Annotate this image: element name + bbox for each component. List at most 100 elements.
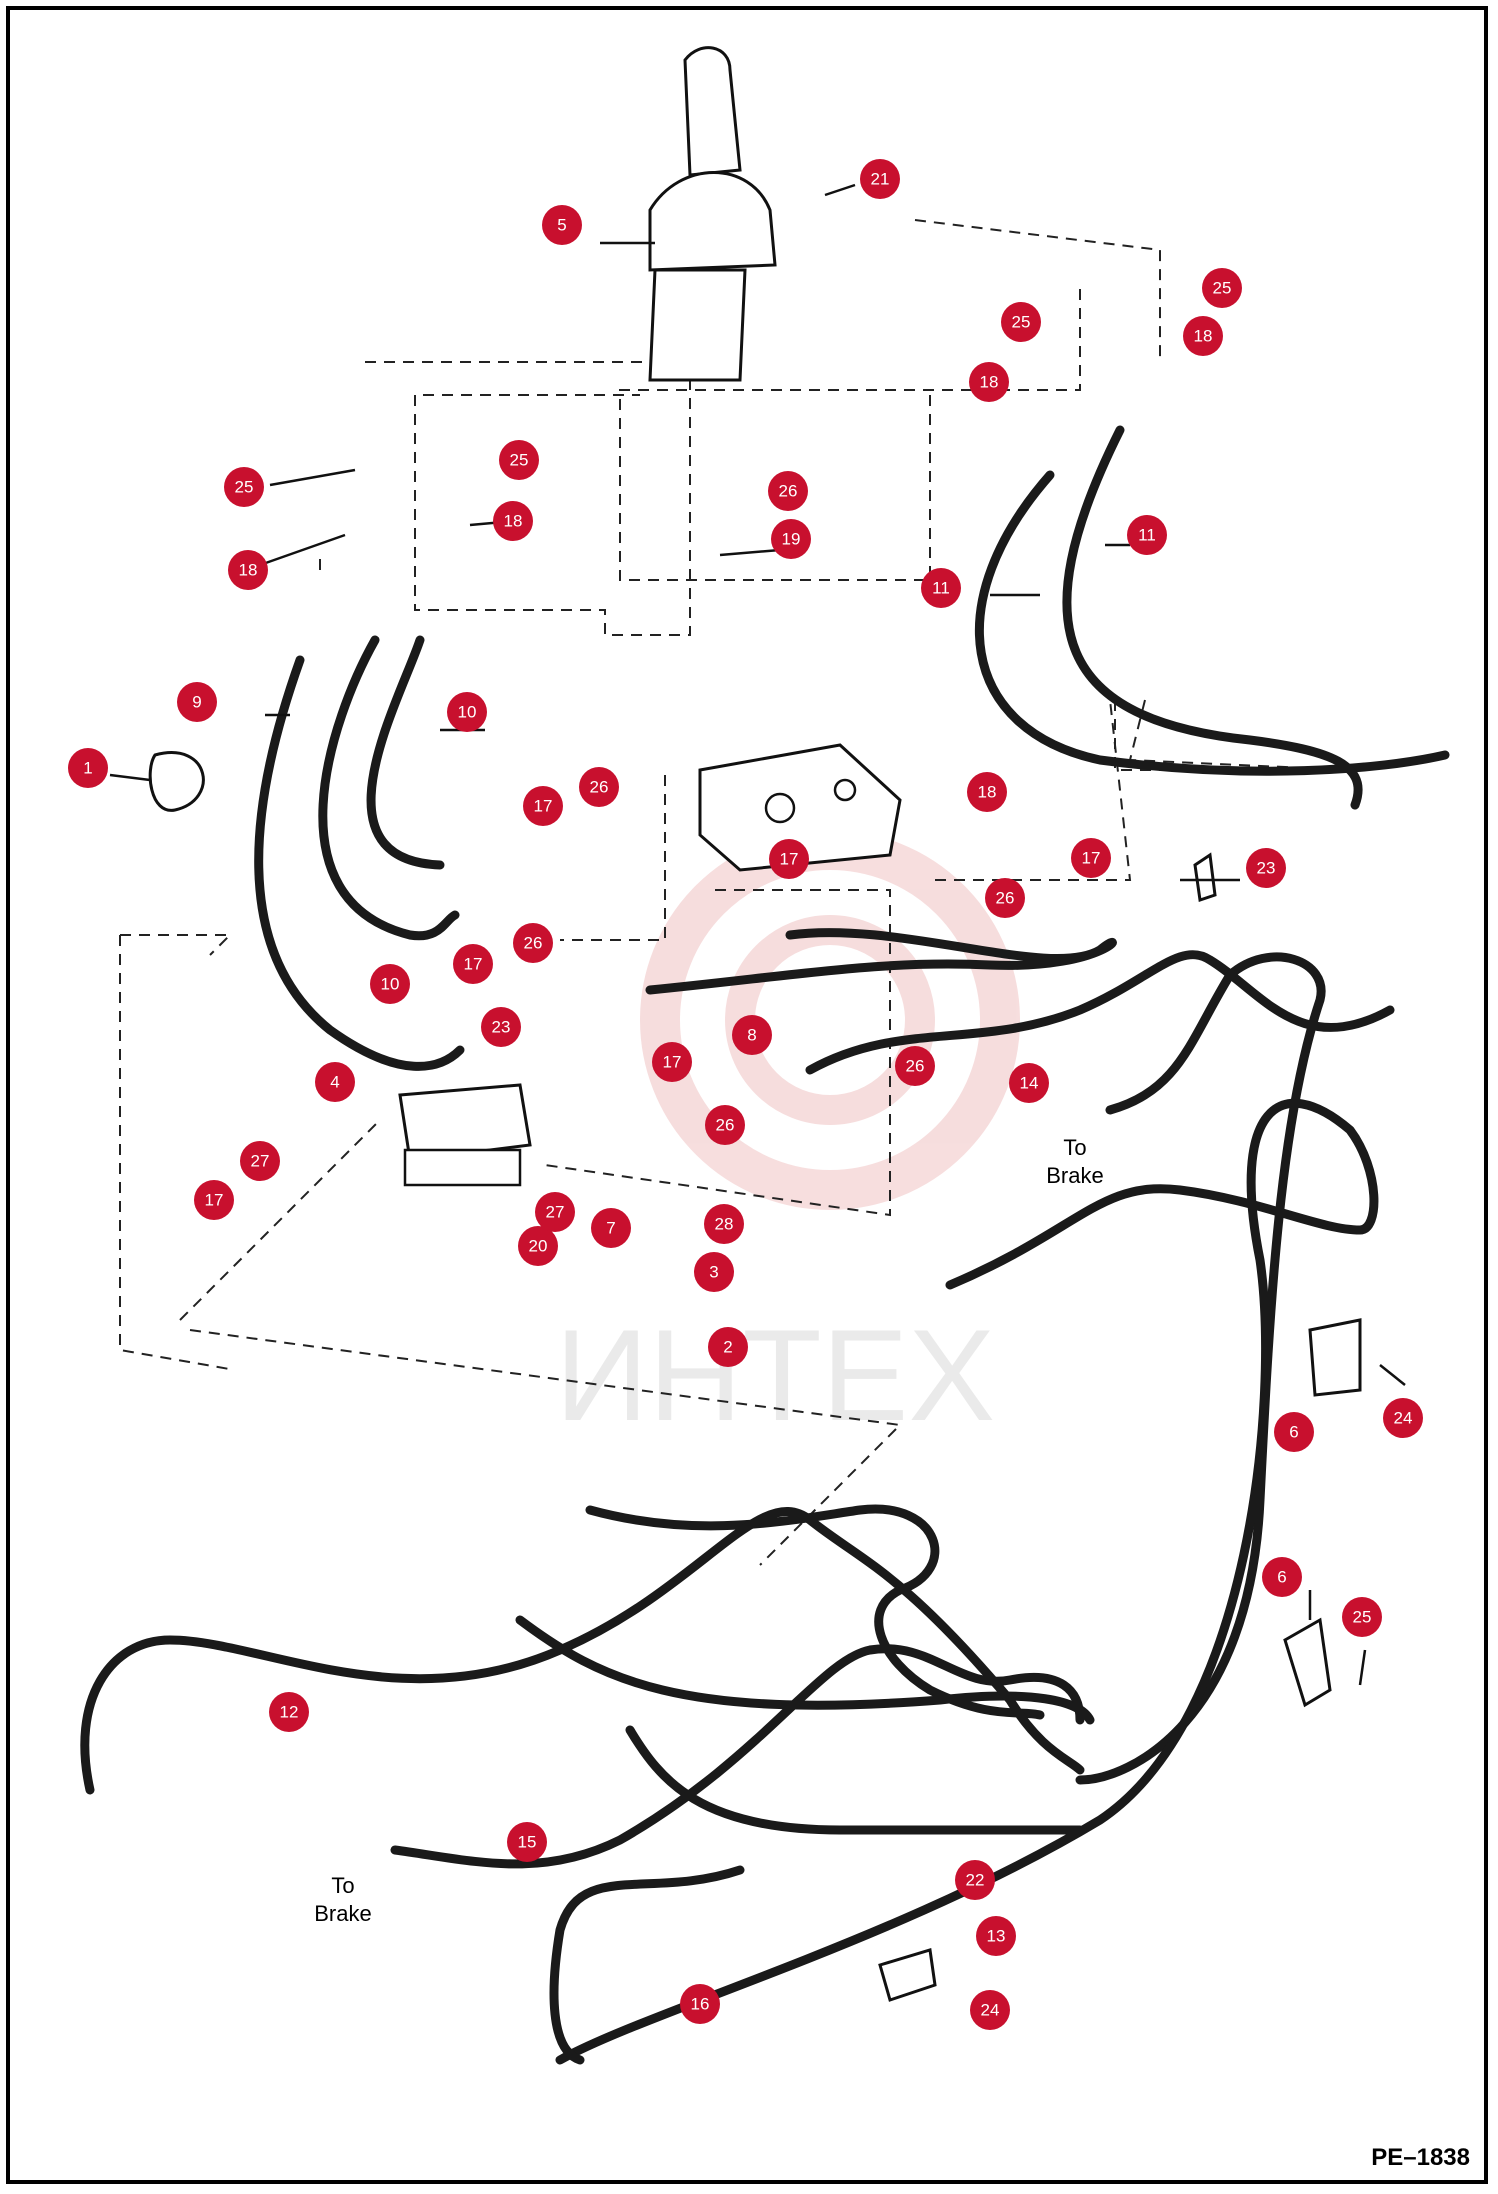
- callout-number: 10: [458, 703, 477, 722]
- callout-21: 21: [860, 159, 900, 199]
- callout-number: 18: [980, 373, 999, 392]
- callout-24: 24: [970, 1990, 1010, 2030]
- callout-number: 5: [557, 216, 566, 235]
- callout-number: 26: [524, 934, 543, 953]
- callout-number: 26: [906, 1057, 925, 1076]
- callout-19: 19: [771, 519, 811, 559]
- callout-1: 1: [68, 748, 108, 788]
- callout-circle: [921, 568, 961, 608]
- callout-25: 25: [1342, 1597, 1382, 1637]
- callout-13: 13: [976, 1916, 1016, 1956]
- callout-circle: [228, 550, 268, 590]
- callout-2: 2: [708, 1327, 748, 1367]
- callout-circle: [976, 1916, 1016, 1956]
- callout-number: 24: [981, 2001, 1000, 2020]
- callout-number: 11: [1138, 526, 1156, 545]
- callout-23: 23: [481, 1007, 521, 1047]
- callout-7: 7: [591, 1208, 631, 1248]
- callout-26: 26: [705, 1105, 745, 1145]
- callout-9: 9: [177, 682, 217, 722]
- callout-17: 17: [194, 1180, 234, 1220]
- callout-number: 27: [251, 1152, 270, 1171]
- callout-circle: [860, 159, 900, 199]
- callout-circle: [969, 362, 1009, 402]
- callout-number: 11: [932, 579, 950, 598]
- manifold-block: [398, 1083, 532, 1187]
- callout-circle: [240, 1141, 280, 1181]
- callout-circle: [1009, 1063, 1049, 1103]
- callout-25: 25: [1001, 302, 1041, 342]
- callout-circle: [523, 786, 563, 826]
- callout-number: 16: [691, 1995, 710, 2014]
- callout-number: 17: [205, 1191, 224, 1210]
- callout-circle: [1246, 848, 1286, 888]
- callout-6: 6: [1274, 1412, 1314, 1452]
- callout-circle: [579, 767, 619, 807]
- callout-circle: [177, 682, 217, 722]
- callout-number: 24: [1394, 1409, 1413, 1428]
- callout-4: 4: [315, 1062, 355, 1102]
- callout-circle: [1001, 302, 1041, 342]
- callout-number: 10: [381, 975, 400, 994]
- callout-number: 6: [1289, 1423, 1298, 1442]
- callout-18: 18: [1183, 316, 1223, 356]
- callout-number: 13: [987, 1927, 1006, 1946]
- callout-circle: [732, 1015, 772, 1055]
- callout-number: 26: [779, 482, 798, 501]
- callout-circle: [694, 1252, 734, 1292]
- callout-number: 25: [1353, 1608, 1372, 1627]
- callout-18: 18: [493, 501, 533, 541]
- callout-16: 16: [680, 1984, 720, 2024]
- callout-circle: [194, 1180, 234, 1220]
- callout-number: 26: [590, 778, 609, 797]
- callout-number: 17: [464, 955, 483, 974]
- callout-circle: [453, 944, 493, 984]
- callout-17: 17: [652, 1042, 692, 1082]
- leader-lines: [109, 183, 1406, 1686]
- callout-number: 14: [1020, 1074, 1039, 1093]
- callout-circle: [970, 1990, 1010, 2030]
- callout-number: 25: [1213, 279, 1232, 298]
- callout-circle: [68, 748, 108, 788]
- callout-17: 17: [769, 839, 809, 879]
- callout-number: 17: [780, 850, 799, 869]
- callout-circle: [1071, 838, 1111, 878]
- callout-10: 10: [447, 692, 487, 732]
- callout-circle: [705, 1105, 745, 1145]
- callout-circle: [542, 205, 582, 245]
- callout-number: 18: [978, 783, 997, 802]
- callout-25: 25: [499, 440, 539, 480]
- callout-number: 12: [280, 1703, 299, 1722]
- callout-26: 26: [579, 767, 619, 807]
- callout-circle: [481, 1007, 521, 1047]
- callout-number: 27: [546, 1203, 565, 1222]
- callout-circle: [1342, 1597, 1382, 1637]
- callout-number: 7: [606, 1219, 615, 1238]
- callout-number: 17: [1082, 849, 1101, 868]
- callout-10: 10: [370, 964, 410, 1004]
- callout-circle: [591, 1208, 631, 1248]
- callout-circle: [680, 1984, 720, 2024]
- to-brake-note-left-line1: To: [331, 1873, 354, 1898]
- callout-number: 3: [709, 1263, 718, 1282]
- callout-number: 28: [715, 1215, 734, 1234]
- callout-11: 11: [921, 568, 961, 608]
- callout-number: 26: [996, 889, 1015, 908]
- callout-number: 19: [782, 530, 801, 549]
- callout-circle: [967, 772, 1007, 812]
- callout-circle: [955, 1860, 995, 1900]
- callout-number: 1: [83, 759, 92, 778]
- callout-number: 17: [534, 797, 553, 816]
- callout-25: 25: [1202, 268, 1242, 308]
- callout-3: 3: [694, 1252, 734, 1292]
- callout-circle: [535, 1192, 575, 1232]
- callout-number: 18: [1194, 327, 1213, 346]
- callout-circle: [769, 839, 809, 879]
- brackets: [148, 751, 1362, 2002]
- callout-number: 25: [235, 478, 254, 497]
- callout-circle: [1183, 316, 1223, 356]
- control-valve: [698, 743, 902, 872]
- callout-number: 25: [1012, 313, 1031, 332]
- callout-circle: [269, 1692, 309, 1732]
